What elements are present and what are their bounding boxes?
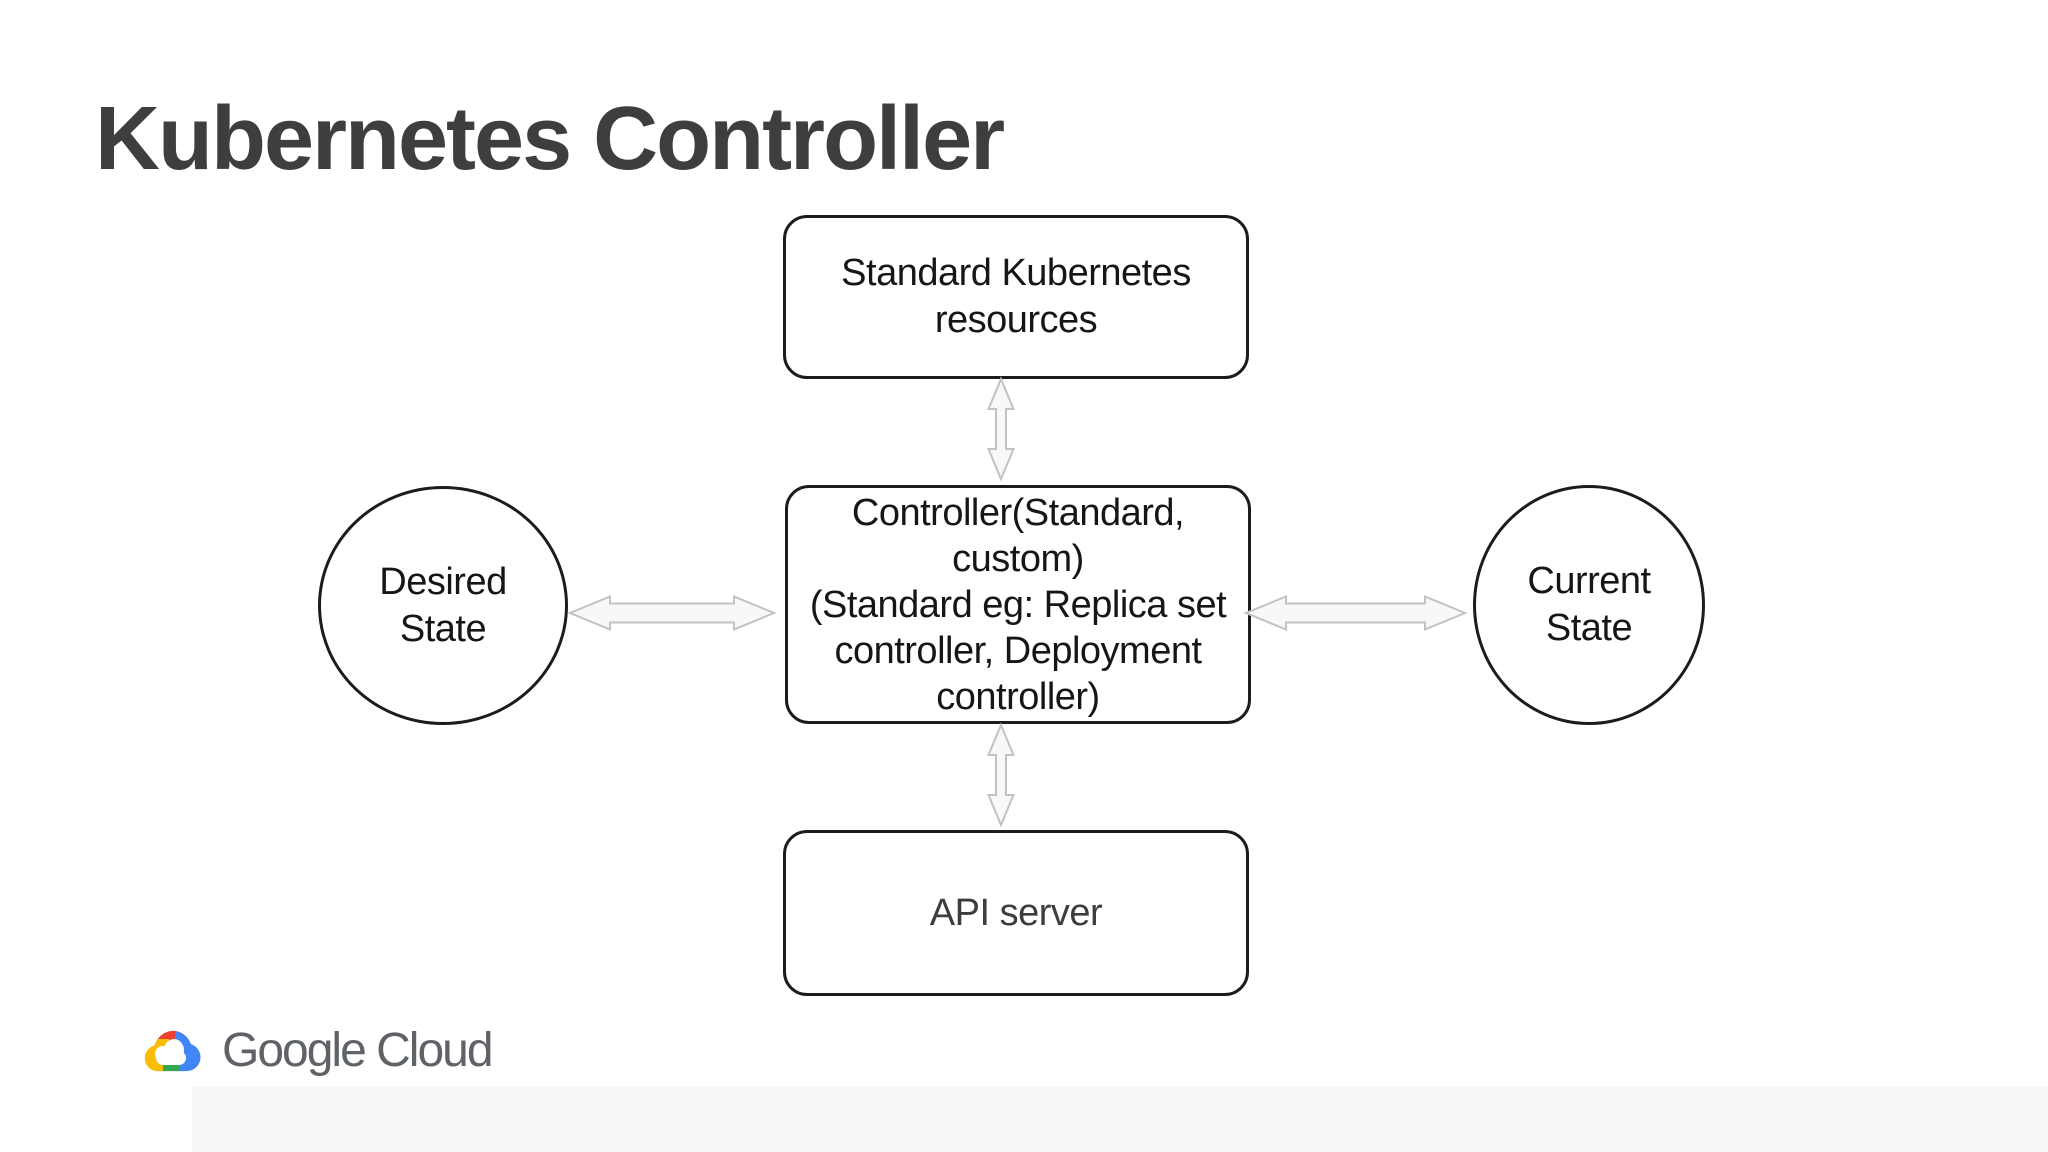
node-label-line: Desired: [379, 560, 507, 603]
cloud-white-shape: [156, 1051, 186, 1065]
node-label-line: resources: [934, 299, 1098, 341]
node-desired-state: Desired State: [318, 486, 568, 725]
node-current-state: Current State: [1473, 485, 1705, 725]
node-label-line: Standard Kubernetes: [841, 252, 1191, 294]
node-label-line: controller, Deployment: [834, 629, 1202, 672]
brand-wordmark: Google Cloud: [222, 1023, 494, 1077]
double-arrow-horizontal-left-icon: [567, 595, 777, 631]
double-arrow-horizontal-right-icon: [1243, 595, 1468, 631]
double-arrow-vertical-bottom-icon: [987, 722, 1015, 828]
node-label-line: Controller(Standard,: [851, 491, 1185, 534]
node-label-line: State: [399, 607, 487, 650]
node-label: Standard Kubernetes resources: [841, 250, 1191, 344]
node-label-line: (Standard eg: Replica set: [809, 583, 1227, 626]
slide-title: Kubernetes Controller: [95, 89, 1005, 189]
node-label-line: controller): [936, 675, 1100, 718]
node-label: Controller(Standard, custom) (Standard e…: [809, 490, 1227, 720]
node-label-line: custom): [952, 537, 1084, 580]
node-api-server: API server: [783, 830, 1249, 996]
node-label-line: API server: [929, 891, 1103, 934]
node-standard-kubernetes-resources: Standard Kubernetes resources: [783, 215, 1249, 379]
node-label-line: State: [1545, 607, 1633, 649]
node-label: API server: [929, 890, 1103, 937]
bottom-strip: [192, 1087, 2048, 1152]
node-label-line: Current: [1527, 560, 1651, 602]
node-label: Current State: [1527, 558, 1651, 652]
google-cloud-logo: Google Cloud: [142, 1019, 494, 1081]
google-cloud-icon: [142, 1023, 202, 1078]
double-arrow-vertical-top-icon: [987, 376, 1015, 482]
node-label: Desired State: [379, 559, 507, 653]
node-controller: Controller(Standard, custom) (Standard e…: [785, 485, 1251, 724]
